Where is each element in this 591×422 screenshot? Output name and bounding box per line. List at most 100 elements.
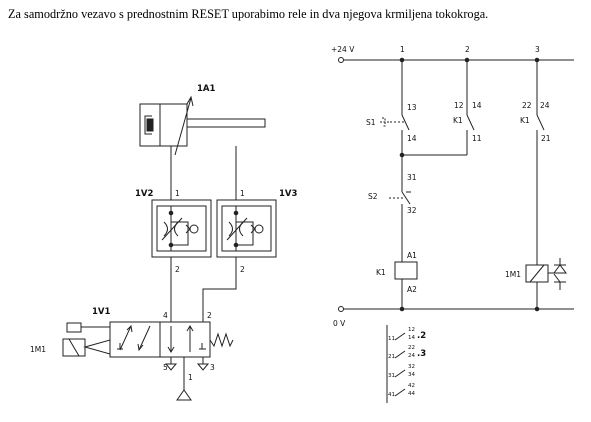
ground-label: 0 V [333, 319, 346, 328]
valve-1v2-check-seat [185, 224, 191, 234]
junction-dot [168, 210, 174, 216]
ct-bot: 14 [408, 335, 415, 341]
port-4-label: 4 [163, 311, 168, 320]
k1-contact-3 [536, 114, 545, 131]
port-2-label: 2 [240, 265, 245, 274]
adjustable-arrow [174, 97, 192, 156]
terminal-label: 13 [407, 103, 417, 112]
terminal-label: 11 [472, 134, 482, 143]
ct-ref: .3 [417, 349, 426, 359]
terminal-label: 21 [541, 134, 551, 143]
adjustable-arrow-head [186, 95, 194, 107]
valve-1v3-inner [221, 205, 272, 252]
ct-top: 32 [408, 364, 415, 370]
port-1-label: 1 [188, 373, 193, 382]
supply-source [176, 389, 192, 401]
k1-contact-label: K1 [520, 116, 530, 125]
valve-block [199, 343, 206, 350]
valve-1v2-box [151, 199, 212, 258]
valve-1v2-inner [156, 205, 207, 252]
valve-arrow [138, 325, 151, 351]
ct-c: 11 [388, 336, 395, 342]
m1-led [553, 264, 567, 283]
ct-c: 31 [388, 373, 395, 379]
contact-row [394, 388, 406, 397]
ct-bot: 24 [408, 353, 415, 359]
port-1-label: 1 [240, 189, 245, 198]
manual-override [66, 322, 82, 333]
k1-coil-label: K1 [376, 268, 386, 277]
valve-arrow-head [137, 343, 144, 352]
valve-1v3-box [216, 199, 277, 258]
terminal-label: 14 [407, 134, 417, 143]
valve-1v3-label: 1V3 [279, 189, 297, 199]
terminal-label: A1 [407, 251, 417, 260]
ct-top: 22 [408, 345, 415, 351]
valve-1v1-left-box [109, 321, 161, 358]
valve-1v3-bypass [235, 217, 254, 246]
valve-arrow-head [126, 324, 133, 333]
terminal-label: 32 [407, 206, 417, 215]
s2-contact [401, 191, 411, 205]
port-2-label: 2 [207, 311, 212, 320]
junction-dot [233, 242, 239, 248]
terminal-label: 22 [522, 101, 532, 110]
contact-row [394, 369, 406, 378]
m1-slash [529, 264, 545, 283]
cylinder-label: 1A1 [197, 84, 215, 94]
valve-block [117, 343, 123, 350]
s1-actuator [380, 117, 390, 127]
junction-dot [233, 210, 239, 216]
solenoid-arrow [83, 339, 111, 355]
terminal-label: 14 [472, 101, 482, 110]
solenoid-slash [68, 338, 80, 357]
valve-1v3-adjust [226, 217, 248, 241]
ct-c: 41 [388, 392, 395, 398]
cushion-block [146, 118, 154, 132]
solenoid-label: 1M1 [30, 345, 46, 354]
exhaust-3 [196, 363, 210, 371]
line-port-2 [202, 257, 237, 322]
terminal-label: 24 [540, 101, 550, 110]
valve-1v2-bypass [170, 217, 189, 246]
valve-1v3-check-ball [254, 224, 264, 234]
ct-bot: 34 [408, 372, 415, 378]
terminal-label: 31 [407, 173, 417, 182]
path-2-label: 2 [465, 45, 470, 54]
rail-0v-terminal [338, 306, 344, 312]
caption-text: Za samodržno vezavo s prednostnim RESET … [8, 7, 489, 21]
k1-contact-label: K1 [453, 116, 463, 125]
valve-1v2-check-ball [189, 224, 199, 234]
k1-coil [394, 261, 418, 280]
contact-row [394, 350, 406, 359]
valve-arrow-head [186, 325, 194, 332]
node [534, 306, 540, 312]
port-5-label: 5 [163, 363, 168, 372]
return-spring [209, 332, 234, 348]
port-3-label: 3 [210, 363, 215, 372]
supply-label: +24 V [331, 45, 355, 54]
terminal-label: A2 [407, 285, 417, 294]
s1-contact [401, 114, 410, 131]
valve-1v1-right-box [159, 321, 211, 358]
s1-label: S1 [366, 118, 376, 127]
valve-1v2-adjust [161, 217, 183, 241]
rail-24v-terminal [338, 57, 344, 63]
node [399, 306, 405, 312]
valve-arrow-head [167, 346, 175, 353]
m1-label: 1M1 [505, 270, 521, 279]
valve-arrow [119, 325, 132, 351]
valve-1v1-label: 1V1 [92, 307, 110, 317]
ct-ref: .2 [417, 331, 426, 341]
path-3-label: 3 [535, 45, 540, 54]
terminal-label: 12 [454, 101, 464, 110]
ct-top: 12 [408, 327, 415, 333]
valve-1v2-label: 1V2 [135, 189, 153, 199]
port-2-label: 2 [175, 265, 180, 274]
exhaust-5 [164, 363, 178, 371]
valve-1v3-check-seat [250, 224, 256, 234]
s2-label: S2 [368, 192, 378, 201]
cushion-bracket [144, 115, 152, 135]
contact-row [394, 332, 406, 341]
